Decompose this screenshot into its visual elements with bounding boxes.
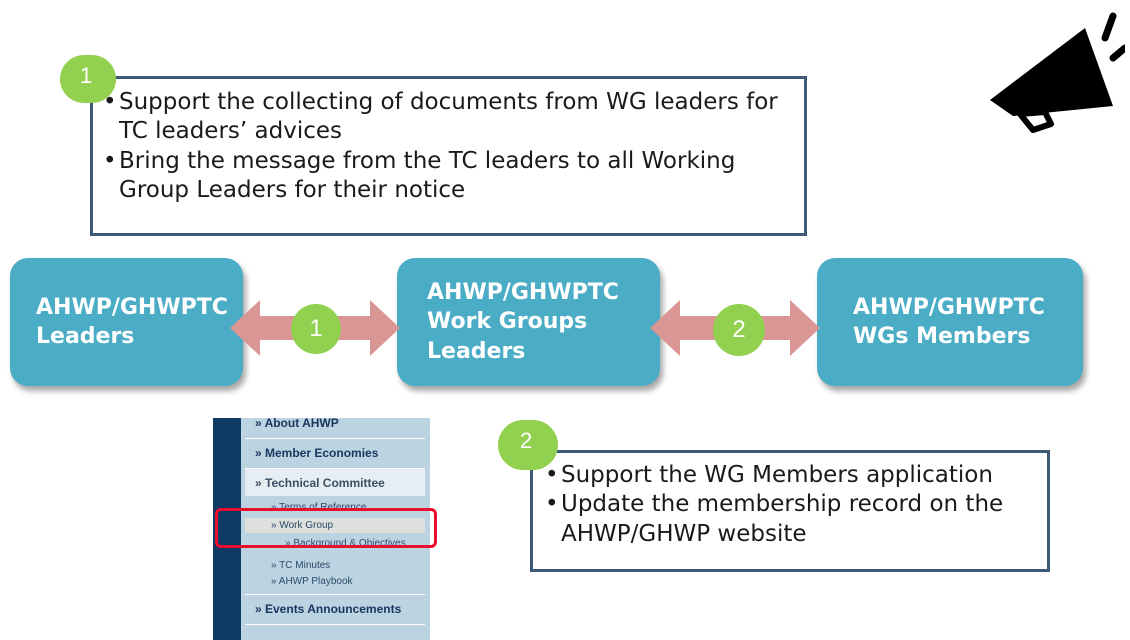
node-work-group-leaders: AHWP/GHWPTC Work Groups Leaders: [397, 258, 660, 386]
arrow2-number-badge: 2: [713, 304, 765, 356]
node-tc-leaders-line1: AHWP/GHWPTC: [36, 294, 228, 320]
node-wg-leaders-line3: Leaders: [427, 338, 526, 364]
node-wg-members: AHWP/GHWPTC WGs Members: [817, 258, 1083, 386]
note2-bullet-2: Update the membership record on the AHWP…: [545, 490, 1037, 549]
menu-sub-terms-of-reference[interactable]: » Terms of Reference: [271, 502, 367, 513]
menu-item-next[interactable]: [245, 624, 425, 640]
note1-number-badge: 1: [60, 55, 116, 103]
node-wg-leaders-line2: Work Groups: [427, 309, 588, 335]
menu-item-member-economies[interactable]: » Member Economies: [245, 438, 425, 466]
node-wg-members-line2: WGs Members: [853, 324, 1031, 349]
work-group-highlight: [215, 508, 437, 548]
note2-bullet-1: Support the WG Members application: [545, 461, 1037, 491]
menu-item-about[interactable]: » About AHWP: [245, 418, 425, 436]
menu-sub-work-group[interactable]: » Work Group: [245, 518, 425, 533]
arrow1-number-badge: 1: [291, 304, 341, 354]
node-tc-leaders: AHWP/GHWPTC Leaders: [10, 258, 243, 386]
website-menu-screenshot: » About AHWP » Member Economies » Techni…: [213, 418, 430, 640]
note2-number-badge: 2: [498, 420, 558, 470]
megaphone-icon: [990, 12, 1125, 133]
menu-sub-tc-minutes[interactable]: » TC Minutes: [271, 560, 331, 571]
note1-bullet-2: Bring the message from the TC leaders to…: [103, 147, 794, 206]
note-box-tc-leaders: Support the collecting of documents from…: [90, 76, 807, 236]
menu-sub-background-objectives[interactable]: » Background & Objectives: [285, 538, 406, 549]
menu-sub-ahwp-playbook[interactable]: » AHWP Playbook: [271, 576, 353, 587]
node-tc-leaders-line2: Leaders: [36, 324, 135, 349]
menu-item-technical-committee[interactable]: » Technical Committee: [245, 468, 425, 496]
note-box-wg-members: Support the WG Members application Updat…: [530, 450, 1050, 572]
note1-bullet-1: Support the collecting of documents from…: [103, 88, 794, 147]
node-wg-members-line1: AHWP/GHWPTC: [853, 294, 1045, 320]
menu-item-events-announcements[interactable]: » Events Announcements: [245, 594, 425, 622]
node-wg-leaders-line1: AHWP/GHWPTC: [427, 280, 619, 306]
